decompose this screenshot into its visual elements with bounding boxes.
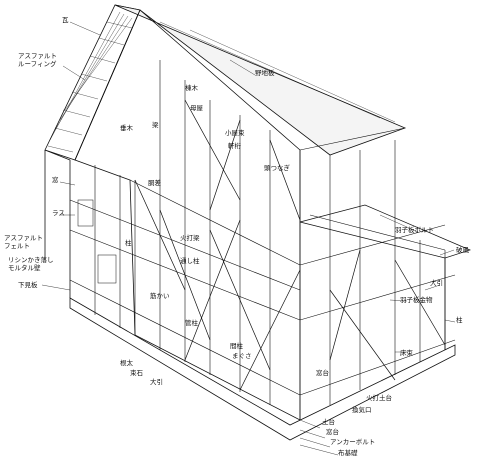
label-karimado: 窓台: [316, 368, 329, 377]
label-ohbiki2: 大引: [150, 377, 163, 386]
label-madodai: 窓台: [326, 427, 339, 436]
label-hiuchi-dodai: 火打土台: [366, 393, 392, 402]
label-tsuka-ishi: 束石: [130, 369, 144, 377]
label-kadobashira: 通し柱: [180, 256, 200, 265]
label-ohbiki: 大引: [430, 278, 443, 287]
label-keta: 軒桁: [228, 141, 242, 150]
label-nojiita: 野地板: [255, 68, 275, 77]
label-sujikai: 筋かい: [150, 291, 170, 300]
roof-right-slope: [114, 4, 407, 156]
label-mado: 窓: [52, 175, 59, 184]
label-taruki: 垂木: [120, 123, 134, 132]
label-kiso-kanamono: 羽子板金物: [400, 295, 433, 304]
label-madoue: まぐさ: [232, 352, 252, 360]
label-ban-ita: 間柱: [230, 341, 244, 350]
label-yukazuka: 床束: [400, 348, 414, 357]
label-anchor-bolt: アンカーボルト: [330, 438, 375, 446]
label-ringo-2: モルタル壁: [8, 263, 41, 272]
label-kawara: 瓦: [62, 16, 69, 24]
left-wall-edge: [44, 149, 71, 298]
window-lower: [97, 254, 117, 284]
label-hari: 梁: [152, 120, 159, 129]
window-upper: [77, 199, 94, 227]
label-hafu: 破風: [456, 245, 470, 254]
roof-left-slope: [44, 4, 141, 161]
label-kanryoku: 換気口: [352, 405, 372, 414]
label-hiuchi: 火打梁: [180, 233, 200, 242]
label-nedaraku: 根太: [120, 358, 134, 367]
label-shitamiita: 下見板: [18, 280, 38, 289]
label-asphalt-roofing-1: アスファルト: [18, 52, 57, 60]
label-toshibashira: 管柱: [185, 318, 199, 327]
label-asphalt-felt-1: アスファルト: [4, 234, 43, 242]
label-ringo-1: リシンかき落し: [8, 255, 54, 264]
label-tsukaduka: 小屋束: [225, 128, 245, 137]
callout-labels: 瓦 アスファルト ルーフィング 野地板 棟木 母屋 垂木 小屋束 梁 軒桁 頭つ…: [4, 16, 470, 457]
foundation: [69, 297, 456, 441]
label-fukiishi: 布基礎: [338, 448, 358, 457]
label-hashira-tsuki-bolt: 羽子板ボルト: [395, 225, 434, 234]
label-muneki: 棟木: [185, 83, 199, 92]
label-nagamochi: 頭つなぎ: [264, 163, 291, 172]
label-moya: 母屋: [190, 104, 204, 112]
label-hashira: 柱: [125, 238, 132, 247]
label-dodai: 土台: [322, 417, 335, 426]
label-asphalt-felt-2: フェルト: [4, 242, 30, 250]
label-asphalt-roofing-2: ルーフィング: [18, 59, 57, 68]
label-hashira-right: 柱: [456, 315, 463, 324]
label-rasu: ラス: [52, 209, 65, 217]
label-dobuchi: 胴差: [148, 178, 162, 187]
